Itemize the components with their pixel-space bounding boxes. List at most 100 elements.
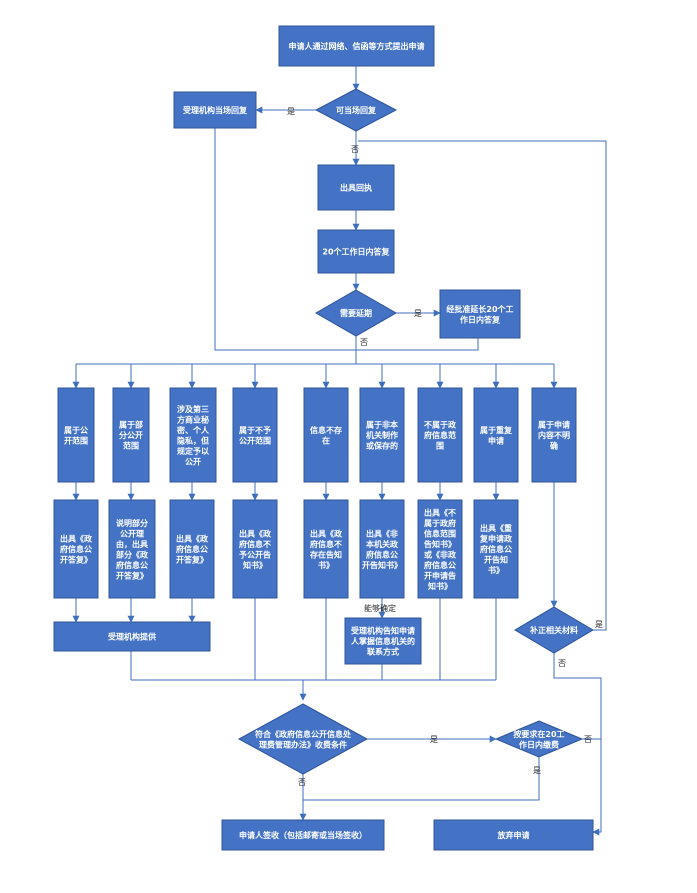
- node-label-line: 出具《政: [239, 528, 271, 538]
- node-label-line: 确: [550, 441, 558, 451]
- node-label-line: 府信息公: [480, 544, 512, 554]
- node-label-line: 书》: [488, 565, 504, 575]
- process-box: [173, 91, 257, 129]
- node-label-line: 出具《政: [60, 534, 92, 544]
- node-label-line: 府信息公: [366, 549, 398, 559]
- process-box: [473, 499, 519, 599]
- node-label-line: 书》: [318, 560, 334, 570]
- node-label-line: 作日内缴费: [519, 739, 559, 749]
- node-label-line: 受理机构当场回复: [183, 105, 248, 115]
- node-label-line: 属于公: [64, 426, 88, 435]
- node-label-line: 公开: [185, 457, 201, 466]
- process-box: [169, 387, 217, 483]
- node-label-line: 开告知书》: [362, 560, 402, 570]
- node-label-line: 放弃申请: [497, 830, 530, 840]
- node-label-line: 信息不存: [310, 425, 342, 435]
- node-label-line: 出具《重: [480, 523, 512, 533]
- node-label-line: 联系方式: [367, 647, 399, 657]
- node-label-line: 属于政府: [424, 518, 456, 528]
- process-box: [112, 387, 150, 483]
- node-label-line: 知书》: [243, 560, 267, 570]
- node-answer20: 20个工作日内答复: [317, 229, 395, 274]
- node-label-line: 予公开告: [239, 549, 271, 559]
- process-box: [232, 387, 278, 483]
- node-label-line: 作日内答复: [460, 314, 501, 324]
- process-box: [108, 499, 156, 599]
- process-box: [473, 387, 519, 483]
- node-label-line: 属于部: [119, 420, 143, 430]
- edge-label-fee-no: 否: [298, 778, 306, 787]
- process-box: [317, 164, 395, 211]
- node-label-line: 出具回执: [340, 183, 372, 193]
- node-label-line: 受理机构提供: [108, 632, 156, 642]
- node-label-line: 范围: [123, 441, 139, 451]
- node-label-line: 府信息公: [176, 544, 208, 554]
- process-box: [417, 387, 463, 483]
- node-label-line: 出具《政: [176, 534, 208, 544]
- node-label-line: 府信息公: [60, 544, 92, 554]
- node-label-line: 申请人签收（包括邮寄或当场签收）: [239, 830, 367, 840]
- node-label-line: 开告知: [484, 555, 508, 565]
- connectors: [72, 66, 607, 836]
- process-box: [221, 819, 385, 851]
- node-label-line: 本机关政: [365, 539, 398, 549]
- process-box: [53, 499, 99, 599]
- node-label-line: 说明部分: [116, 518, 148, 528]
- node-label-line: 开范围: [64, 435, 88, 445]
- node-label-line: 内容不明: [538, 430, 570, 440]
- process-box: [531, 387, 577, 483]
- node-label-line: 府信息不: [239, 539, 271, 549]
- node-sign: 申请人签收（包括邮寄或当场签收）: [221, 819, 385, 851]
- node-label-line: 可当场回复: [336, 105, 377, 115]
- node-label-line: 人掌握信息机关的: [351, 636, 415, 646]
- node-supplement: 补正相关材料: [514, 606, 594, 654]
- edge-label-supplement-yes: 是: [595, 620, 603, 629]
- node-label-line: 属于申请: [538, 420, 570, 430]
- process-box: [53, 621, 211, 652]
- node-label-line: 由，出具: [116, 539, 148, 549]
- process-box: [169, 499, 215, 599]
- node-label-line: 申请人通过网络、信函等方式提出申请: [289, 41, 425, 51]
- process-box: [278, 25, 435, 67]
- process-box: [433, 819, 594, 851]
- decision-diamond: [314, 289, 398, 337]
- process-box: [317, 229, 395, 274]
- node-label-line: 开答复》: [60, 555, 92, 565]
- edge-label-pay-yes: 是: [533, 766, 541, 775]
- node-label-line: 知书》: [428, 581, 452, 591]
- node-need-extend: 需要延期: [314, 289, 398, 337]
- node-label-line: 申请: [488, 435, 504, 445]
- node-label-line: 理费管理办法》收费条件: [259, 739, 347, 749]
- edge-label-can-determine: 能够确定: [364, 603, 396, 613]
- process-box: [232, 499, 278, 599]
- node-label-line: 开申请告: [424, 570, 456, 580]
- edge-label-can-reply-no: 否: [351, 145, 359, 154]
- node-label-line: 经批准延长20个工: [446, 304, 513, 314]
- node-label-line: 信息范围: [424, 528, 456, 538]
- node-label-line: 属于非本: [366, 420, 398, 430]
- node-label-line: 公开范围: [239, 435, 271, 445]
- node-start: 申请人通过网络、信函等方式提出申请: [278, 25, 435, 67]
- node-label-line: 围: [436, 441, 444, 451]
- edge-label-pay-no: 否: [584, 735, 592, 744]
- node-label-line: 开答复》: [176, 555, 208, 565]
- process-box: [303, 499, 349, 599]
- process-box: [57, 387, 95, 483]
- node-reply-on-site: 受理机构当场回复: [173, 91, 257, 129]
- node-label-line: 分公开: [119, 430, 143, 440]
